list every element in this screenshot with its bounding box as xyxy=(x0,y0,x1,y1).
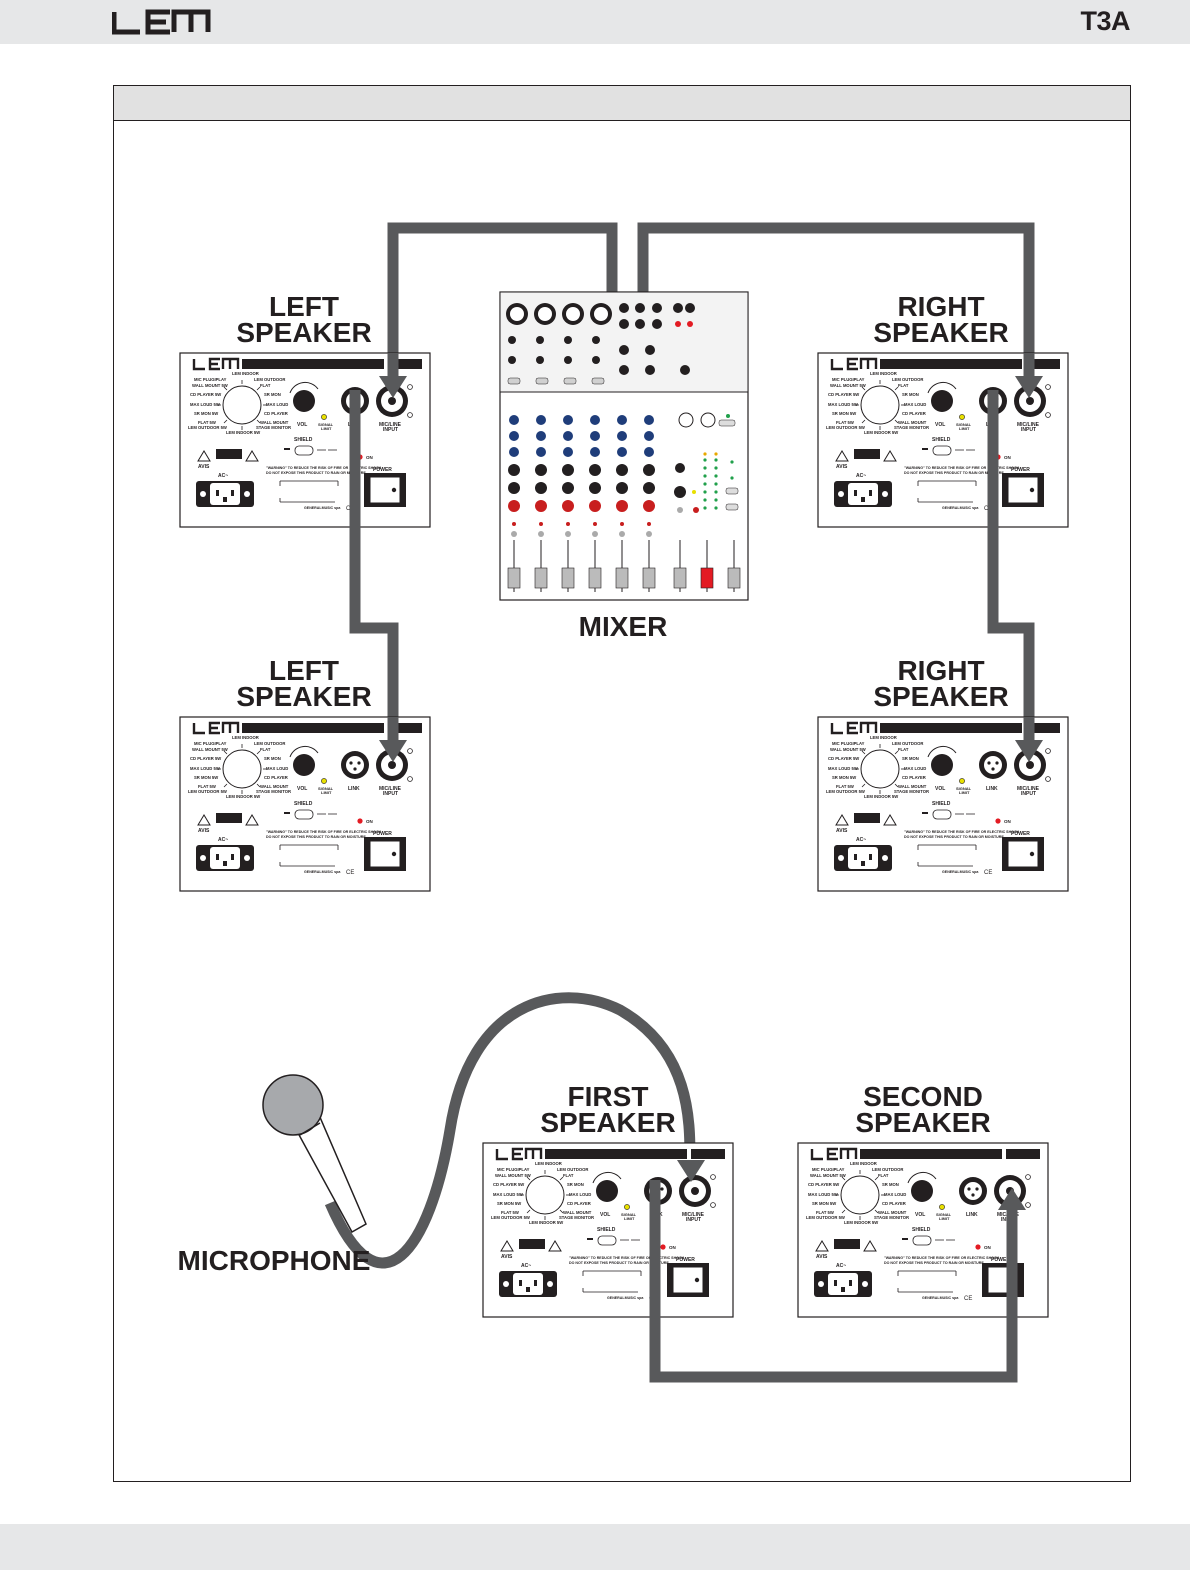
cable-microphone xyxy=(324,992,696,1269)
frame-header-band xyxy=(114,86,1130,121)
microphone-icon xyxy=(262,1074,367,1234)
label-second-speaker-1: SECOND xyxy=(863,1081,983,1112)
arrow-up-icon xyxy=(998,1188,1026,1210)
label-first-speaker-2: SPEAKER xyxy=(540,1107,675,1138)
label-left-speaker-bottom-2: SPEAKER xyxy=(236,681,371,712)
label-right-speaker-bottom-2: SPEAKER xyxy=(873,681,1008,712)
label-right-speaker-top-2: SPEAKER xyxy=(873,317,1008,348)
label-left-speaker-top-1: LEFT xyxy=(269,291,339,322)
footer-bar xyxy=(0,1524,1190,1570)
label-microphone: MICROPHONE xyxy=(178,1245,371,1276)
lem-logo xyxy=(112,9,211,35)
label-right-speaker-top-1: RIGHT xyxy=(897,291,984,322)
label-right-speaker-bottom-1: RIGHT xyxy=(897,655,984,686)
label-second-speaker-2: SPEAKER xyxy=(855,1107,990,1138)
diagram-frame xyxy=(113,85,1131,1482)
cable-mixer-right xyxy=(637,222,1035,368)
mixer-unit xyxy=(500,292,748,600)
label-left-speaker-top-2: SPEAKER xyxy=(236,317,371,348)
label-first-speaker-1: FIRST xyxy=(568,1081,649,1112)
cable-mixer-left xyxy=(387,222,618,368)
label-left-speaker-bottom-1: LEFT xyxy=(269,655,339,686)
label-mixer: MIXER xyxy=(579,611,668,642)
header-bar: T3A xyxy=(0,0,1190,44)
model-name: T3A xyxy=(1080,6,1130,36)
